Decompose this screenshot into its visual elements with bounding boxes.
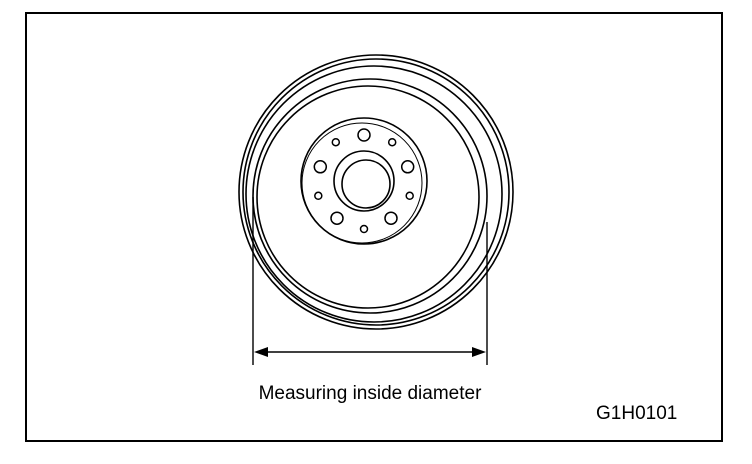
hub-flange: [300, 117, 428, 245]
wheel-bolt-hole: [400, 160, 415, 174]
small-hole: [359, 224, 369, 234]
small-hole: [314, 191, 323, 201]
figure-code: G1H0101: [596, 403, 678, 424]
figure-frame: [25, 12, 723, 442]
small-hole: [387, 137, 397, 147]
drum-inner-surface: [252, 78, 488, 314]
small-hole: [405, 191, 414, 201]
arrowhead-left: [254, 347, 268, 357]
hub-holes: [313, 128, 415, 234]
drum-rim-3: [245, 65, 503, 323]
wheel-bolt-hole: [330, 211, 344, 225]
center-bore-outer: [333, 150, 395, 212]
wheel-bolt-hole: [357, 128, 371, 142]
small-hole: [331, 137, 341, 147]
wheel-bolt-hole: [313, 160, 328, 174]
center-bore-inner: [341, 159, 391, 209]
wheel-bolt-hole: [384, 211, 398, 225]
drum-outer-rim: [238, 54, 514, 330]
diagram-caption: Measuring inside diameter: [258, 383, 482, 404]
drum-inner-shoulder: [256, 85, 480, 309]
drum-rim-2: [242, 58, 510, 326]
arrowhead-right: [472, 347, 486, 357]
hub-flange-edge: [301, 122, 423, 244]
